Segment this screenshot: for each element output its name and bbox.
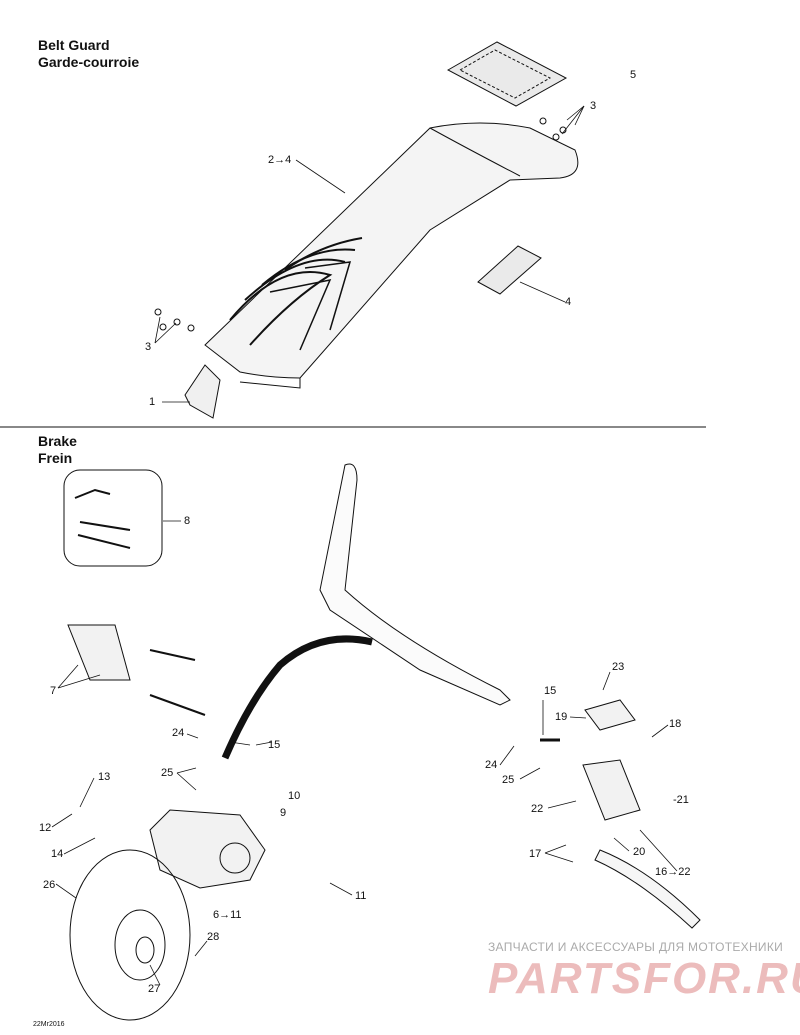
brake-title-fr: Frein [38,450,73,466]
callout-15-left: 15 [268,739,281,751]
callout-28: 28 [207,931,220,943]
callout-26: 26 [43,879,56,891]
callout-6-to-11: 6→11 [213,909,242,921]
callout-25-right: 25 [502,774,515,786]
callout-18: 18 [669,718,682,730]
callout-19: 19 [555,711,568,723]
callout-5: 5 [630,69,637,81]
callout-25-left: 25 [161,767,174,779]
callout-24-left: 24 [172,727,185,739]
callout-23: 23 [612,661,625,673]
support-bracket-1 [184,364,221,419]
callout-22: 22 [531,803,544,815]
callout-3-top: 3 [590,100,597,112]
callout-1: 1 [149,396,156,408]
callout-13: 13 [98,771,111,783]
callout-24-right: 24 [485,759,498,771]
belt-guard-title-fr: Garde-courroie [38,54,140,70]
callout-15-right: 15 [544,685,557,697]
date-stamp: 22Mr2016 [33,1021,65,1028]
callout-27: 27 [148,983,161,995]
warning-decal-5 [446,41,568,107]
callout-14: 14 [51,848,64,860]
callout-9: 9 [280,807,287,819]
watermark-tagline: ЗАПЧАСТИ И АКСЕССУАРЫ ДЛЯ МОТОТЕХНИКИ [488,940,784,954]
callout-16-to-22: 16→22 [655,866,691,878]
callout-3-left: 3 [145,341,152,353]
callout-20: 20 [633,846,646,858]
bolts-3a [539,117,567,141]
caliper-bracket-7 [67,624,206,716]
master-cylinder-assembly [540,699,701,929]
callout-12: 12 [39,822,52,834]
callout-2-to-4: 2→4 [268,154,292,166]
callout-8: 8 [184,515,191,527]
watermark-logo: PARTSFOR.RU [488,954,800,1003]
bolts-3b [154,308,195,332]
callout-21: -21 [673,794,689,806]
hardware-kit-8 [63,469,163,567]
callout-leaders [51,105,678,986]
callout-7: 7 [50,685,57,697]
belt-guard-title-en: Belt Guard [38,37,110,53]
handlebar [319,463,511,706]
decal-4 [477,245,542,295]
brake-section-title: Brake Frein [38,433,77,467]
belt-guard-part [204,122,579,389]
brake-disc-26 [69,849,191,1021]
brake-title-en: Brake [38,433,77,449]
belt-guard-section-title: Belt Guard Garde-courroie [38,37,139,71]
brake-hose-15 [221,635,373,760]
callout-4: 4 [565,296,572,308]
callout-11: 11 [355,890,367,902]
callout-17: 17 [529,848,542,860]
caliper-body [149,809,266,889]
callout-10: 10 [288,790,301,802]
